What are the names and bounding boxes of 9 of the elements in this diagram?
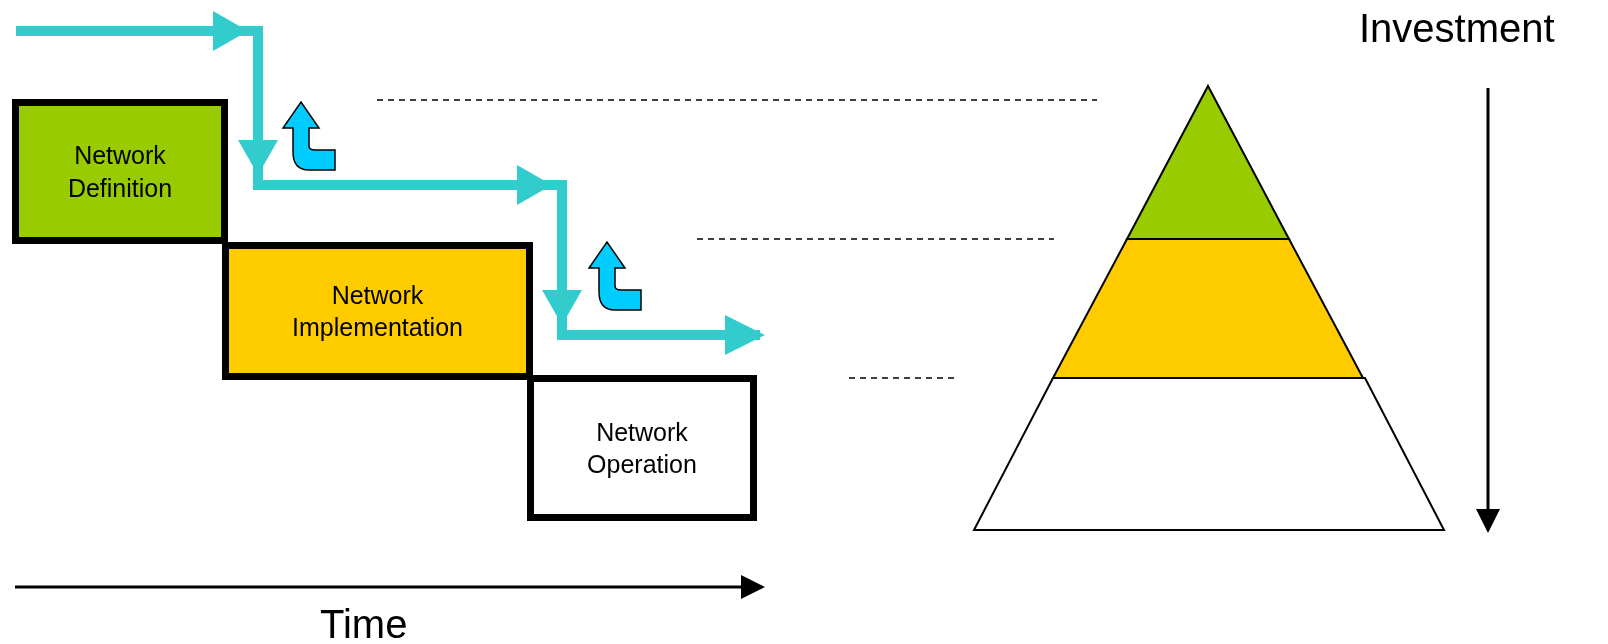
flow-arrow — [16, 11, 765, 355]
phase-box — [222, 242, 533, 380]
axis-label: Time — [320, 602, 408, 644]
phase-name: Network Definition — [66, 140, 174, 204]
phase-name: Network Implementation — [291, 279, 464, 343]
axis-label: Investment — [1359, 6, 1555, 51]
phase-box — [527, 375, 757, 521]
phase-box — [12, 99, 228, 244]
phase-name: Network Operation — [586, 416, 698, 480]
